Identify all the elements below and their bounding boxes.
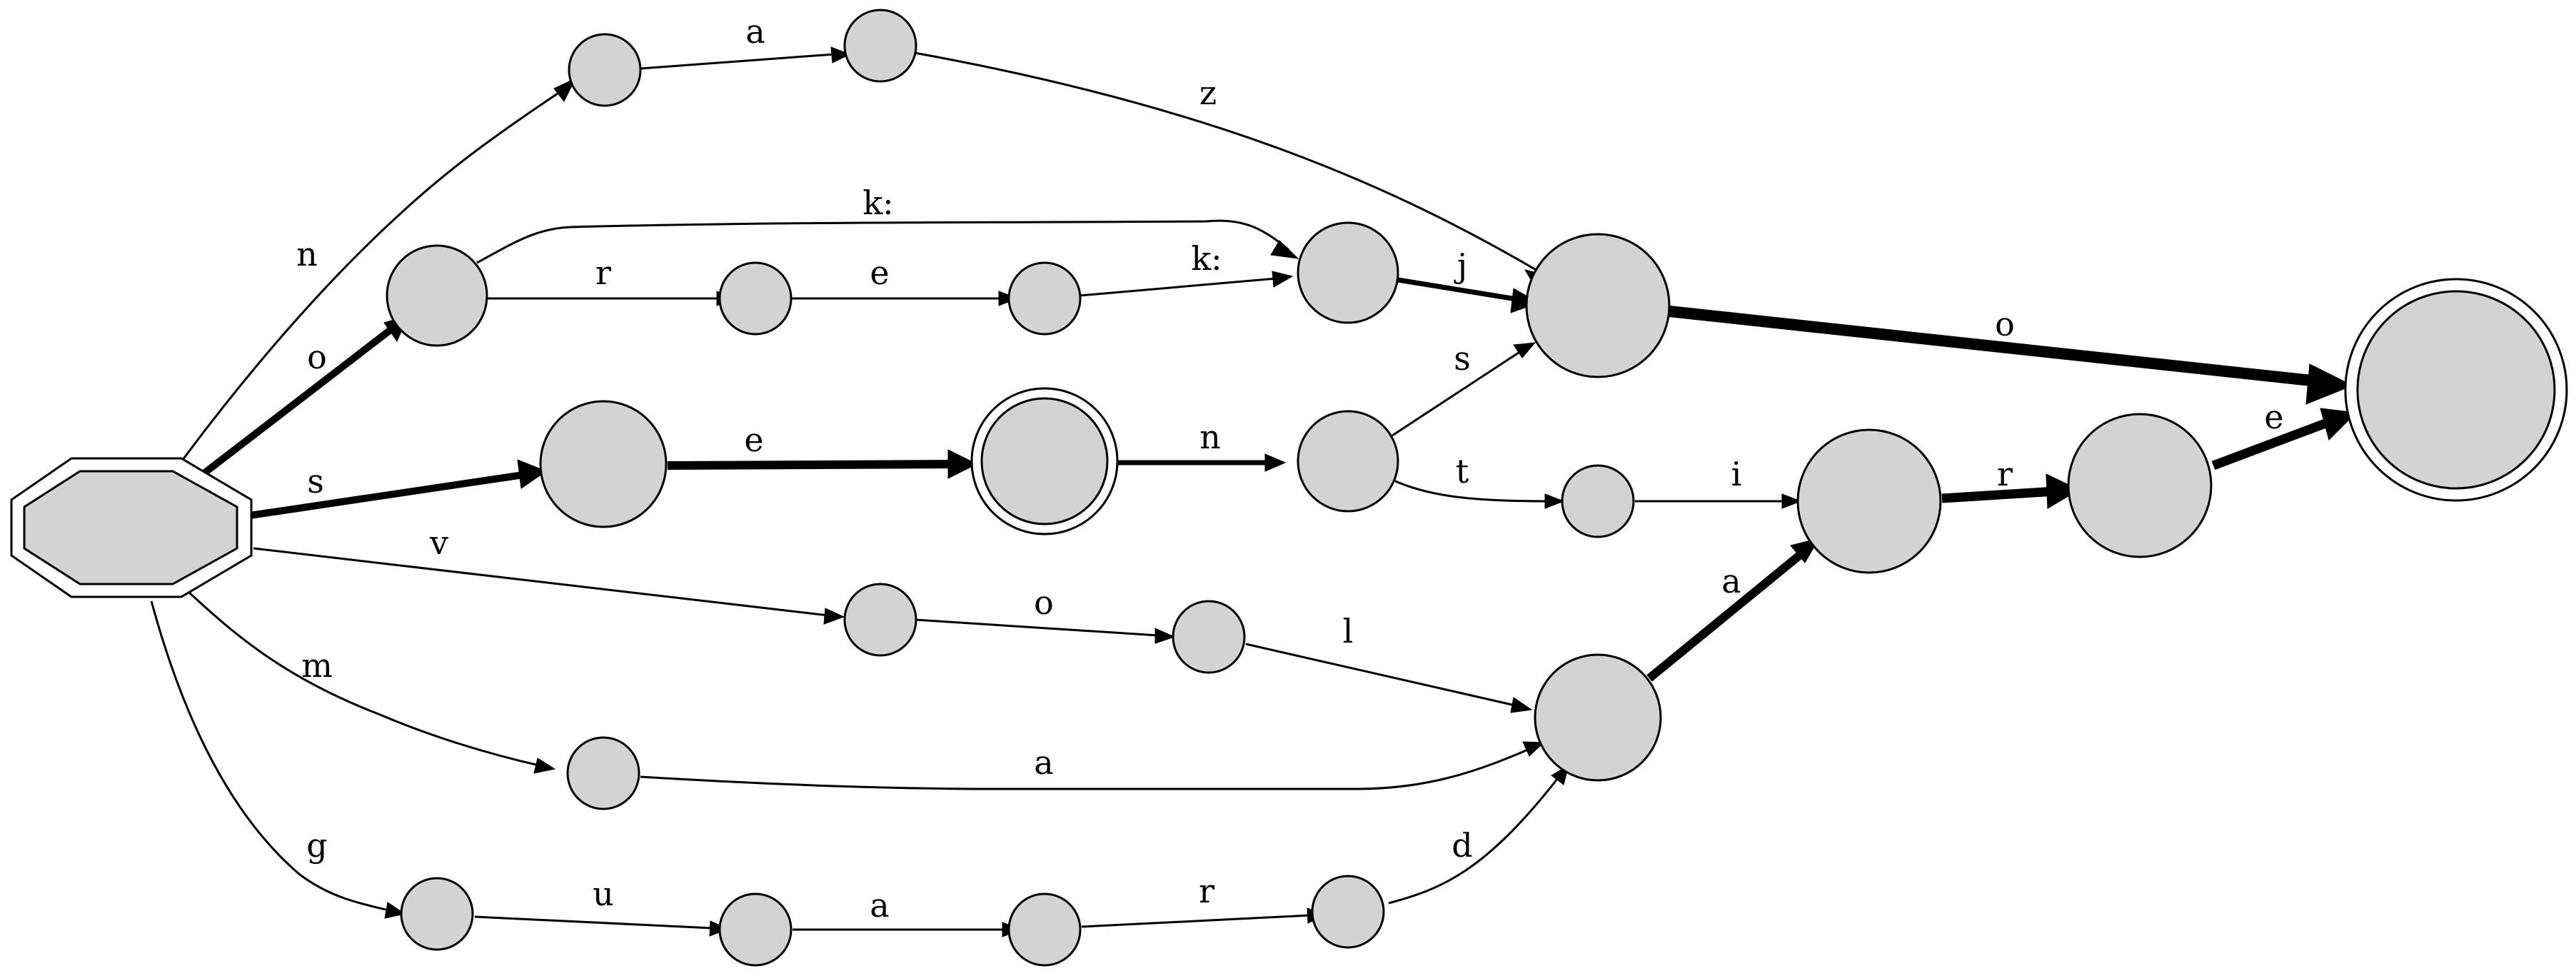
edge-label-t: t xyxy=(1456,452,1469,490)
start-state xyxy=(10,457,253,598)
edge-u xyxy=(474,915,713,930)
edge-r-right xyxy=(1941,486,2057,503)
arrowhead xyxy=(2046,473,2081,509)
edge-a-left xyxy=(188,591,540,767)
state-node xyxy=(386,244,488,347)
state-node xyxy=(1297,221,1399,324)
edge-label-z: z xyxy=(1199,74,1217,112)
final-state xyxy=(970,387,1119,535)
arrowhead xyxy=(533,758,556,774)
edge-z xyxy=(914,51,1539,273)
edge-label-i: i xyxy=(1731,455,1742,493)
arrowhead xyxy=(1510,697,1533,713)
edge-o-lower xyxy=(915,618,1159,637)
edge-label-o-lower: o xyxy=(1034,583,1054,622)
final-state xyxy=(2344,278,2568,502)
edge-a-diag xyxy=(1646,546,1809,682)
edge-label-a-top: a xyxy=(745,12,765,51)
state-node xyxy=(843,9,917,83)
edge-label-k-lower: k: xyxy=(1191,239,1222,278)
state-node xyxy=(1525,233,1671,378)
edge-v xyxy=(253,547,829,617)
edge-a-top xyxy=(640,53,835,70)
edge-n xyxy=(177,88,565,466)
edge-r-bottom xyxy=(1081,914,1311,928)
edge-l xyxy=(1245,643,1516,707)
edge-t xyxy=(1392,478,1549,503)
edge-label-n: n xyxy=(296,235,318,273)
arrowhead xyxy=(1272,271,1294,288)
edge-label-d: d xyxy=(1451,826,1472,865)
state-node xyxy=(843,583,917,657)
edge-j xyxy=(1397,277,1521,303)
edge-label-j: j xyxy=(1454,246,1467,285)
state-node xyxy=(718,261,793,336)
state-node xyxy=(1534,653,1662,782)
state-node xyxy=(2067,413,2213,558)
edge-label-u: u xyxy=(593,875,614,913)
arrowhead xyxy=(2320,408,2358,441)
edge-e-mid xyxy=(667,460,957,470)
edge-label-r-right: r xyxy=(1997,455,2013,493)
edge-label-r-bottom: r xyxy=(1199,872,1214,910)
arrowhead xyxy=(1154,628,1176,644)
edge-label-l: l xyxy=(1343,612,1354,650)
state-node xyxy=(1297,410,1399,513)
edge-label-k-upper: k: xyxy=(862,183,893,222)
edge-k-upper xyxy=(476,219,1289,264)
state-node xyxy=(1561,464,1635,538)
edge-label-e-mid: e xyxy=(744,421,763,459)
edge-label-o-start: o xyxy=(307,338,327,376)
edge-m xyxy=(640,748,1529,790)
state-node xyxy=(718,892,793,967)
arrowhead xyxy=(553,77,577,102)
edge-e-right xyxy=(2211,416,2333,471)
state-node xyxy=(566,736,640,810)
state-node xyxy=(1007,892,1082,967)
arrowhead xyxy=(1781,493,1802,509)
arrowhead xyxy=(1544,493,1565,509)
edge-s-start xyxy=(249,471,529,519)
state-node xyxy=(1172,600,1246,674)
arrowhead xyxy=(384,902,406,919)
edge-d xyxy=(1388,778,1559,905)
edge-s-mid xyxy=(1392,350,1521,437)
arrowhead xyxy=(947,449,978,479)
arrowhead xyxy=(830,46,851,64)
state-node xyxy=(1311,875,1385,949)
edge-label-r-upper: r xyxy=(595,253,611,292)
arrowhead xyxy=(1264,453,1287,472)
edge-o-start xyxy=(199,320,403,478)
edge-label-v: v xyxy=(429,523,448,562)
arrowhead xyxy=(1270,240,1299,259)
arrowhead xyxy=(517,459,548,489)
edge-label-n-mid: n xyxy=(1199,418,1221,456)
edge-k-lower xyxy=(1079,277,1277,297)
state-node xyxy=(1796,428,1942,574)
state-node xyxy=(1007,261,1082,336)
edge-g xyxy=(150,600,390,912)
edge-label-a-diag: a xyxy=(1721,562,1741,600)
edge-o-final xyxy=(1669,306,2332,388)
edge-label-s-start: s xyxy=(307,462,324,500)
edge-label-a-left: m xyxy=(301,646,333,685)
state-node xyxy=(539,400,668,528)
edge-label-m: a xyxy=(1034,743,1053,782)
arrowhead xyxy=(1513,342,1536,358)
edge-label-o-final: o xyxy=(1995,305,2015,343)
edge-label-e-upper: e xyxy=(870,253,889,292)
arrowhead xyxy=(823,608,845,625)
edge-label-a-bottom: a xyxy=(870,886,889,925)
state-node xyxy=(400,877,474,951)
state-node xyxy=(568,33,642,107)
arrowhead xyxy=(2305,363,2354,405)
edge-label-e-right: e xyxy=(2264,398,2283,436)
edge-label-g: g xyxy=(306,826,327,865)
edge-label-s-mid: s xyxy=(1454,339,1471,378)
arrowhead xyxy=(1522,741,1545,757)
